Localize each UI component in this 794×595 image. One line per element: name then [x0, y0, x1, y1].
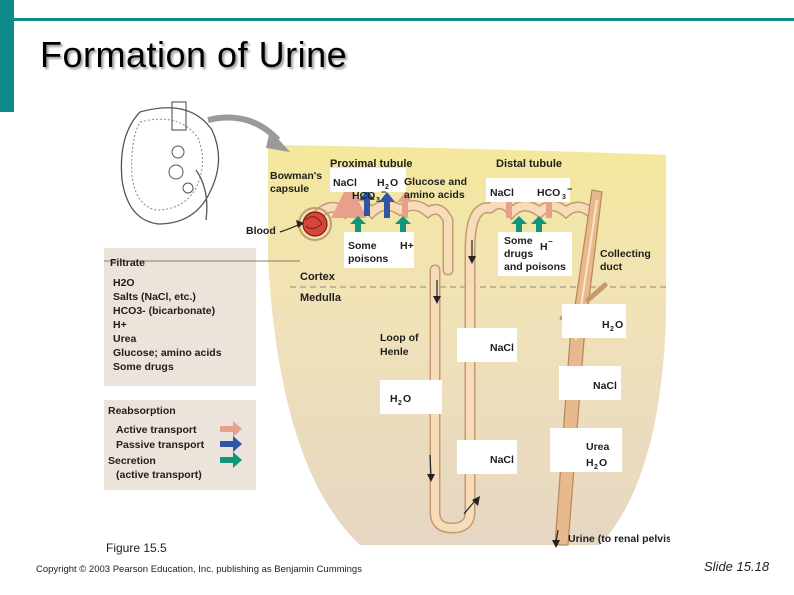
hco3-proximal-label: HCO 3 −	[352, 187, 386, 204]
svg-text:−: −	[381, 187, 386, 197]
accent-bar	[0, 0, 14, 112]
filtrate-item: Some drugs	[113, 361, 174, 373]
top-rule	[0, 18, 794, 21]
cortex-label: Cortex	[300, 271, 336, 283]
proximal-tubule-label: Proximal tubule	[330, 158, 413, 170]
h2o-loop-label: H 2 O	[390, 393, 411, 407]
h-minus-distal-label: H −	[540, 237, 553, 253]
urine-formation-diagram: Bowman's capsule Blood Proximal tubule D…	[104, 101, 670, 548]
filtrate-item: HCO3- (bicarbonate)	[113, 305, 215, 317]
svg-text:2: 2	[594, 464, 598, 471]
medulla-label: Medulla	[300, 292, 342, 304]
h2o-proximal-label: H 2 O	[377, 177, 398, 191]
label-boxes	[330, 168, 626, 474]
nacl-distal-label: NaCl	[490, 187, 514, 199]
kidney-illustration	[120, 101, 220, 225]
legend-secretion-detail: (active transport)	[116, 469, 202, 481]
bowmans-capsule-label-1: Bowman's	[270, 170, 322, 182]
nacl-duct-label: NaCl	[593, 380, 617, 392]
svg-text:O: O	[403, 393, 411, 405]
filtrate-item: Glucose; amino acids	[113, 347, 222, 359]
hco3-distal-label: HCO 3 −	[537, 184, 572, 201]
zoom-arrow	[207, 114, 281, 143]
some-drugs-label-1: Some	[504, 235, 533, 247]
slide-title: Formation of Urine	[40, 34, 348, 75]
slide-number: Slide 15.18	[704, 559, 770, 574]
glomerulus	[298, 207, 332, 241]
svg-text:H: H	[586, 457, 594, 469]
svg-text:O: O	[390, 177, 398, 189]
svg-text:H: H	[377, 177, 385, 189]
svg-text:3: 3	[562, 194, 566, 201]
svg-text:−: −	[548, 237, 553, 246]
h-plus-proximal-label: H+	[400, 240, 414, 252]
some-drugs-label-2: drugs	[504, 248, 533, 260]
copyright-notice: Copyright © 2003 Pearson Education, Inc.…	[36, 564, 362, 575]
h2o-duct-lower-label: H 2 O	[586, 457, 607, 471]
legend-passive-swatch	[220, 436, 242, 452]
svg-text:HCO: HCO	[537, 187, 560, 199]
nacl-proximal-label: NaCl	[333, 177, 357, 189]
svg-text:2: 2	[610, 326, 614, 333]
loop-of-henle-label-1: Loop of	[380, 332, 419, 344]
nacl-loop-upper-label: NaCl	[490, 342, 514, 354]
glucose-label-1: Glucose and	[404, 176, 467, 188]
legend-secretion-swatch	[220, 452, 242, 468]
filtrate-item: H2O	[113, 277, 135, 289]
legend-active-transport: Active transport	[116, 424, 197, 436]
some-poisons-label-2: poisons	[348, 253, 388, 265]
svg-text:−: −	[567, 184, 572, 194]
urea-duct-label: Urea	[586, 441, 610, 453]
svg-text:H: H	[602, 319, 610, 331]
urine-label: Urine (to renal pelvis)	[568, 533, 670, 545]
legend-secretion: Secretion	[108, 455, 156, 467]
nacl-loop-lower-label: NaCl	[490, 454, 514, 466]
bowmans-capsule-label-2: capsule	[270, 183, 309, 195]
filtrate-item: Urea	[113, 333, 137, 345]
figure-label: Figure 15.5	[106, 541, 167, 555]
distal-tubule-label: Distal tubule	[496, 158, 562, 170]
svg-text:H: H	[390, 393, 398, 405]
filtrate-item: H+	[113, 319, 127, 331]
svg-text:HCO: HCO	[352, 190, 375, 202]
filtrate-item: Salts (NaCl, etc.)	[113, 291, 196, 303]
filtrate-box	[104, 248, 256, 386]
svg-text:2: 2	[385, 184, 389, 191]
some-poisons-label-1: Some	[348, 240, 377, 252]
glucose-label-2: amino acids	[404, 189, 465, 201]
svg-text:3: 3	[376, 197, 380, 204]
svg-text:H: H	[540, 241, 548, 253]
legend-active-swatch	[220, 421, 242, 437]
collecting-duct-label-2: duct	[600, 261, 623, 273]
collecting-duct-label-1: Collecting	[600, 248, 651, 260]
h2o-duct-upper-label: H 2 O	[602, 319, 623, 333]
some-drugs-label-3: and poisons	[504, 261, 566, 273]
filtrate-heading: Filtrate	[110, 257, 145, 269]
svg-text:2: 2	[398, 400, 402, 407]
legend-reabsorption: Reabsorption	[108, 405, 176, 417]
legend-passive-transport: Passive transport	[116, 439, 205, 451]
blood-label: Blood	[246, 225, 276, 237]
loop-of-henle-label-2: Henle	[380, 346, 409, 358]
svg-text:O: O	[615, 319, 623, 331]
svg-text:O: O	[599, 457, 607, 469]
